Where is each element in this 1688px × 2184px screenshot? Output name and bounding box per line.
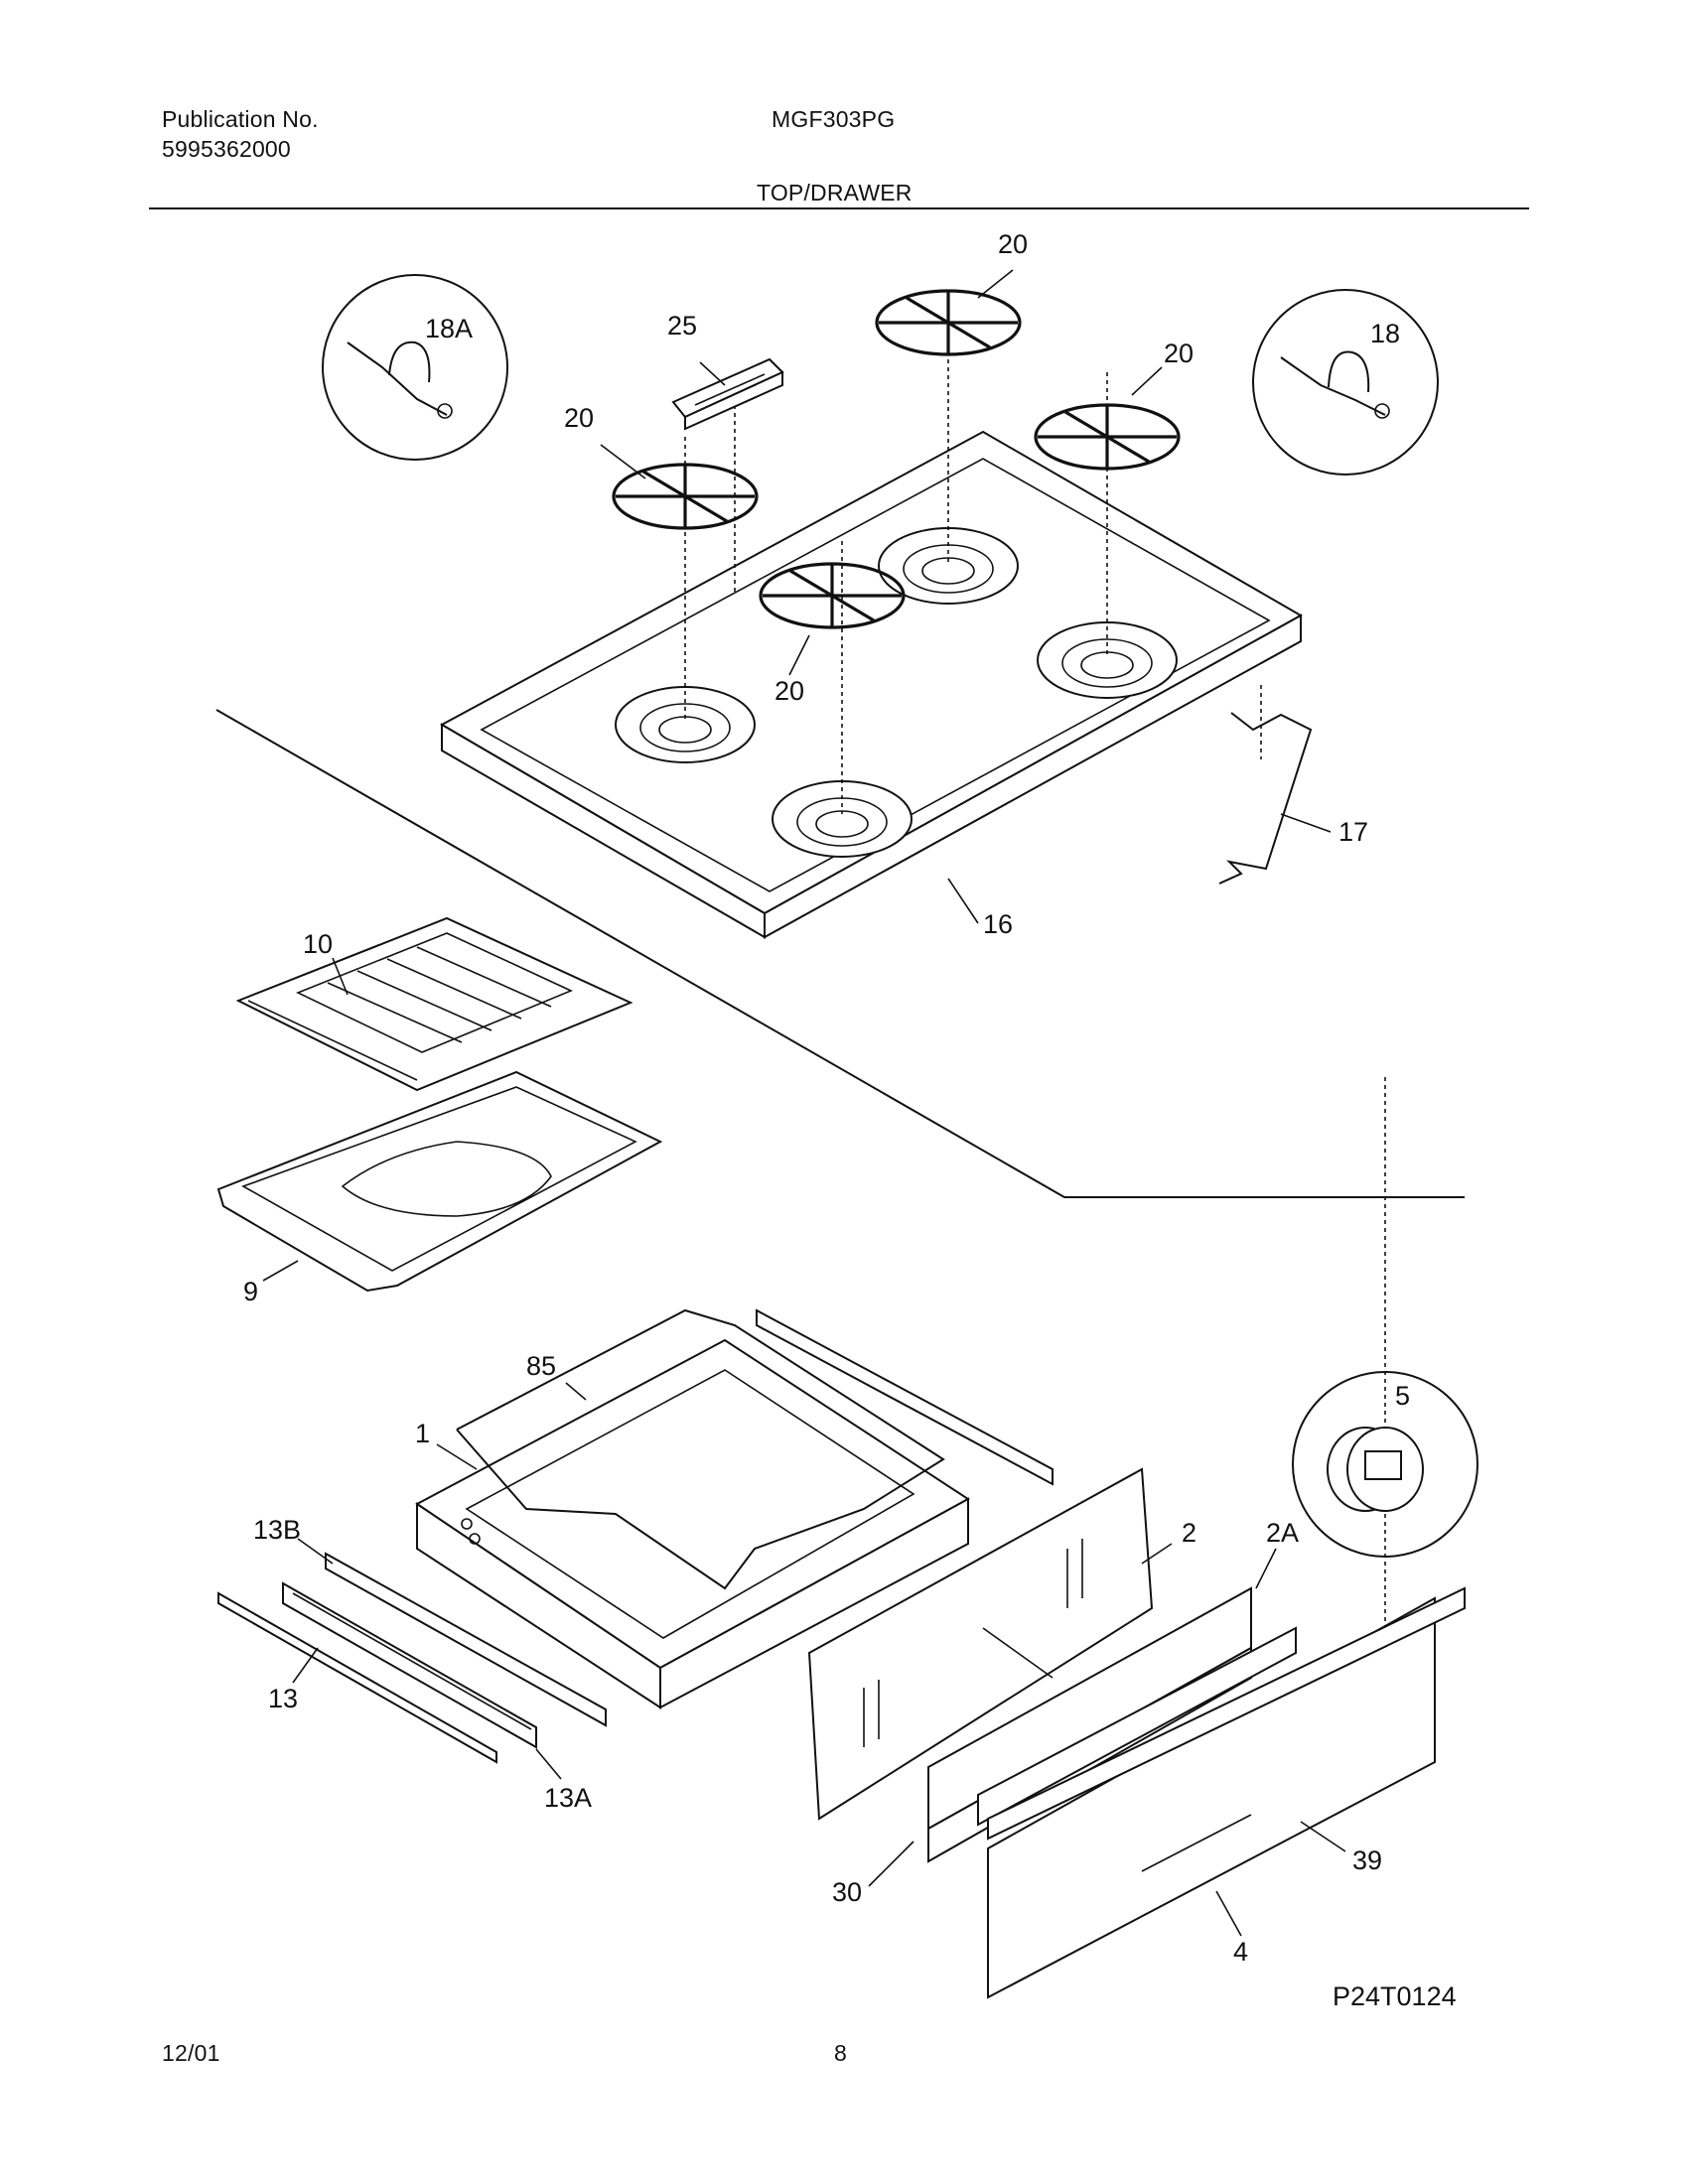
callout-20-front: 20 [774,676,804,706]
callout-4: 4 [1233,1937,1248,1967]
footer-date: 12/01 [162,2040,220,2066]
callout-17: 17 [1338,817,1368,847]
part-25-spark-bracket [671,357,784,431]
detail-circle-18 [1252,289,1439,476]
callout-13: 13 [268,1684,298,1713]
section-title: TOP/DRAWER [757,180,913,205]
publication-label: Publication No. [162,106,319,132]
grate-back [875,289,1022,356]
callout-39: 39 [1352,1845,1382,1875]
cooktop [439,430,1304,939]
callout-20-back: 20 [998,229,1028,259]
callout-18: 18 [1370,319,1400,348]
leader-lines [262,269,1346,1937]
burner-bowl-left [615,686,756,763]
callout-18a: 18A [425,314,473,343]
part-17-wire [1218,712,1313,885]
callout-2: 2 [1182,1518,1196,1548]
callout-25: 25 [667,311,697,341]
detail-circle-18a [322,274,508,461]
callout-20-left: 20 [564,403,594,433]
callout-13a: 13A [544,1783,592,1813]
callout-2a: 2A [1266,1518,1299,1548]
callout-10: 10 [303,929,333,959]
grate-left [612,463,759,530]
separator-line [215,709,1465,1198]
part-13b-rail [325,1552,607,1727]
page-number: 8 [834,2040,847,2066]
part-10-broiler-grid [235,916,633,1092]
drawer-top-rail [756,1308,1054,1486]
callout-85: 85 [526,1351,556,1381]
part-85-drawer-rack [456,1308,945,1590]
part-9-broiler-pan [216,1070,663,1293]
header-rule [149,207,1529,209]
part-1-drawer [415,1338,970,1709]
part-13-rail [217,1591,497,1764]
callout-30: 30 [832,1877,862,1907]
burner-bowl-back [878,527,1019,605]
detail-circle-5 [1292,1371,1478,1558]
model-number: MGF303PG [772,106,896,132]
callout-13b: 13B [253,1515,301,1545]
callout-20-right: 20 [1164,339,1194,368]
callout-5: 5 [1395,1381,1410,1411]
part-4-drawer-front [987,1586,1466,1999]
callout-16: 16 [983,909,1013,939]
drawing-code: P24T0124 [1333,1981,1457,2011]
part-2-drawer-panel [807,1467,1154,1821]
publication-number: 5995362000 [162,136,291,162]
grate-front [759,562,906,629]
callout-9: 9 [243,1277,258,1306]
burner-bowl-front [772,780,913,858]
burner-bowl-right [1037,621,1178,699]
callout-1: 1 [415,1419,430,1448]
grate-right [1034,403,1181,471]
